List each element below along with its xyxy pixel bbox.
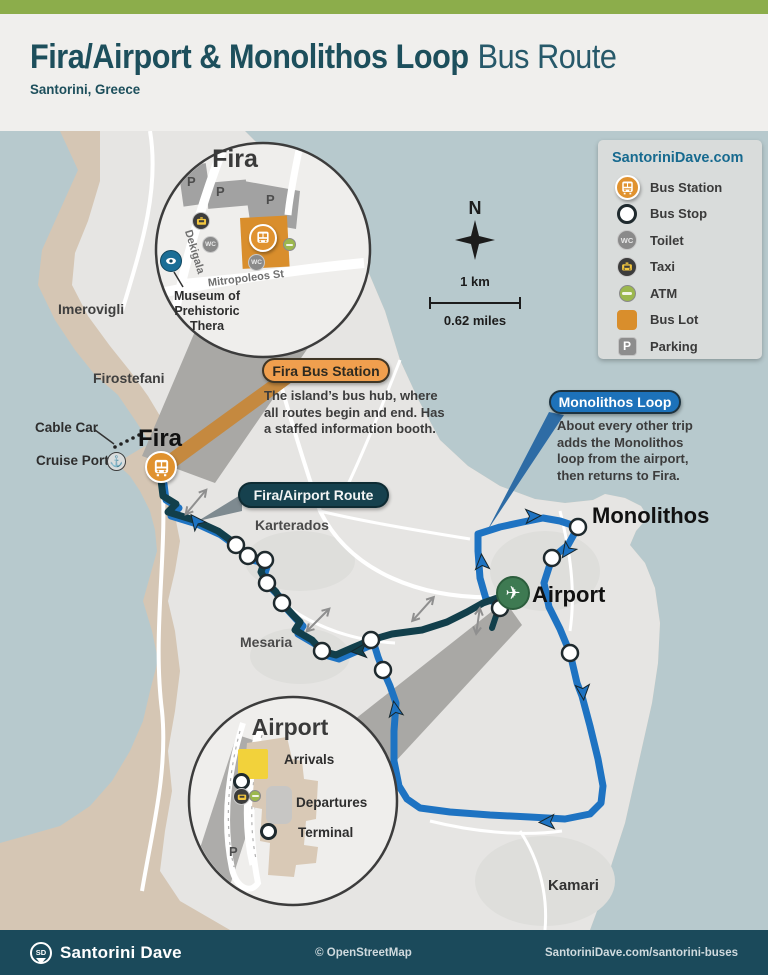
place-label-firostefani: Firostefani xyxy=(93,370,165,386)
fira-airport-route-callout-title: Fira/Airport Route xyxy=(238,482,389,508)
legend: SantoriniDave.com Bus Station Bus Stop W… xyxy=(598,140,762,359)
map-attribution: © OpenStreetMap xyxy=(315,946,412,959)
legend-row-bus-station: Bus Station xyxy=(612,174,750,201)
legend-row-taxi: Taxi xyxy=(612,254,750,281)
page-subtitle: Santorini, Greece xyxy=(30,81,141,97)
route-callout-beam xyxy=(198,494,242,521)
airport-inset-bus-stop-2 xyxy=(260,823,277,840)
fira-bus-station-callout-body: The island’s bus hub, where all routes b… xyxy=(264,388,445,437)
monolithos-loop-callout-title: Monolithos Loop xyxy=(549,390,681,414)
footer-url: SantoriniDave.com/santorini-buses xyxy=(545,946,738,959)
place-label-fira: Fira xyxy=(138,425,183,452)
scale-bar xyxy=(429,297,521,309)
scale-miles-label: 0.62 miles xyxy=(443,313,507,328)
toilet-icon: WC xyxy=(617,230,637,251)
place-label-airport: Airport xyxy=(532,582,606,607)
legend-label: Bus Lot xyxy=(650,312,699,328)
legend-row-parking: P Parking xyxy=(612,333,750,360)
fira-inset-title: Fira xyxy=(212,145,258,173)
airport-inset-departures-label: Departures xyxy=(296,795,368,810)
place-label-kamari: Kamari xyxy=(548,877,599,894)
cruise-port-anchor-icon: ⚓ xyxy=(107,452,126,471)
airport-inset-taxi-icon xyxy=(233,788,250,805)
airport-inset-atm-icon xyxy=(249,790,261,802)
place-label-karterados: Karterados xyxy=(255,517,329,533)
fira-inset-wc-icon-1: WC xyxy=(202,236,219,253)
museum-label: Museum of Prehistoric Thera xyxy=(174,289,240,333)
bus-station-icon xyxy=(614,174,640,200)
legend-label: ATM xyxy=(650,285,678,301)
brand-pin-icon: SD xyxy=(30,941,52,964)
museum-icon xyxy=(160,250,182,272)
place-label-monolithos: Monolithos xyxy=(592,503,710,528)
place-label-cable-car: Cable Car xyxy=(35,420,99,435)
taxi-icon xyxy=(617,256,637,277)
museum-leader xyxy=(173,271,184,288)
airport-inset xyxy=(187,695,399,907)
scale-km-label: 1 km xyxy=(460,274,490,289)
legend-label: Parking xyxy=(650,338,698,354)
fira-bus-station-icon xyxy=(145,451,177,483)
bus-stop-icon xyxy=(617,203,637,224)
airport-icon: ✈ xyxy=(496,576,530,610)
parking-label-p3: P xyxy=(266,192,275,207)
legend-row-bus-lot: Bus Lot xyxy=(612,307,750,334)
airport-inset-terminal-label: Terminal xyxy=(298,825,354,840)
town-patch-kamari xyxy=(475,836,615,926)
legend-label: Bus Station xyxy=(650,179,723,195)
airport-inset-parking-label: P xyxy=(229,844,238,859)
parking-icon: P xyxy=(617,336,637,356)
compass-north-label: N xyxy=(468,198,482,218)
top-accent-bar xyxy=(0,0,768,14)
town-patch-mesaria xyxy=(250,628,350,684)
legend-label: Toilet xyxy=(650,232,684,248)
compass-star xyxy=(455,220,495,260)
brand-name: Santorini Dave xyxy=(60,942,182,962)
legend-row-toilet: WC Toilet xyxy=(612,227,750,254)
route-arrows xyxy=(190,508,591,830)
fira-inset-wc-icon-2: WC xyxy=(248,254,265,271)
fira-inset-taxi-icon xyxy=(192,212,210,230)
airport-inset-beam xyxy=(340,601,522,776)
fira-airport-route xyxy=(157,476,514,659)
bus-lot-icon xyxy=(617,309,637,330)
fira-bus-station-callout-title: Fira Bus Station xyxy=(262,358,390,383)
legend-title: SantoriniDave.com xyxy=(612,150,744,166)
place-label-mesaria: Mesaria xyxy=(240,634,293,650)
monolithos-callout-beam xyxy=(487,412,564,531)
fira-inset-bus-station-icon xyxy=(249,224,277,252)
footer-brand: SD Santorini Dave xyxy=(30,941,182,964)
legend-row-bus-stop: Bus Stop xyxy=(612,201,750,228)
title-main: Fira/Airport & Monolithos Loop xyxy=(30,38,469,76)
cable-car-leader xyxy=(94,429,115,445)
airport-inset-arrivals-label: Arrivals xyxy=(284,752,335,767)
map-canvas: SantoriniDave.com Bus Station Bus Stop W… xyxy=(0,131,768,930)
legend-label: Bus Stop xyxy=(650,206,708,222)
fira-callout-beam xyxy=(163,382,292,467)
airport-inset-title: Airport xyxy=(251,714,329,740)
legend-label: Taxi xyxy=(650,259,676,275)
parking-label-p2: P xyxy=(216,184,225,199)
two-way-arrows xyxy=(184,488,484,636)
legend-row-atm: ATM xyxy=(612,280,750,307)
title-light: Bus Route xyxy=(477,38,617,76)
monolithos-loop-callout-body: About every other trip adds the Monolith… xyxy=(557,418,693,483)
parking-label-p1: P xyxy=(187,174,196,189)
cable-car-line xyxy=(113,433,141,449)
place-label-cruise-port: Cruise Port xyxy=(36,453,109,468)
atm-icon xyxy=(618,284,636,302)
place-label-imerovigli: Imerovigli xyxy=(58,301,125,317)
footer: SD Santorini Dave © OpenStreetMap Santor… xyxy=(0,930,768,975)
fira-inset-atm-icon xyxy=(283,238,296,251)
